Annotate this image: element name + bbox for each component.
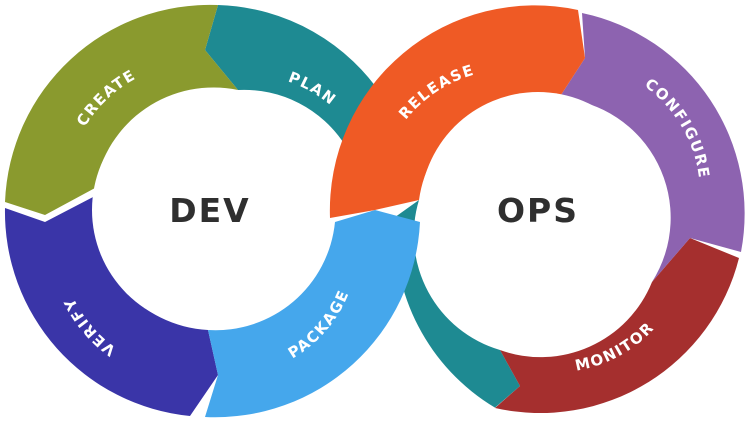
verify-segment	[4, 196, 218, 416]
package-segment	[205, 210, 420, 418]
ops-center-circle	[420, 92, 656, 328]
dev-center-circle	[92, 92, 328, 328]
dev-center-label: DEV	[169, 191, 250, 230]
create-segment	[5, 4, 238, 215]
plan-segment	[205, 5, 385, 145]
monitor-segment	[495, 238, 739, 414]
release-segment	[329, 5, 585, 219]
configure-segment	[559, 13, 745, 282]
ops-center-label: OPS	[497, 191, 579, 230]
crossover-segment	[395, 200, 520, 408]
